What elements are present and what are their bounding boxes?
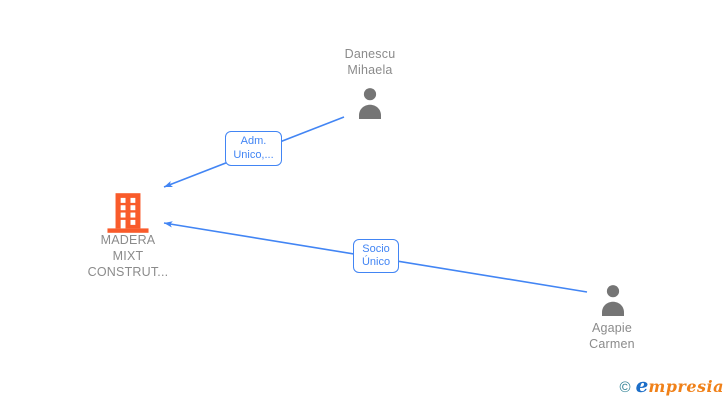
copyright-icon: © — [619, 379, 631, 396]
node-label-madera-mixt-construt: MADERA MIXT CONSTRUT... — [87, 233, 169, 279]
node-danescu-mihaela[interactable]: Danescu Mihaela — [300, 46, 440, 120]
edge-label-socio-unico[interactable]: Socio Único — [353, 239, 399, 273]
node-madera-mixt-construt[interactable]: MADERA MIXT CONSTRUT... — [58, 193, 198, 283]
person-icon — [595, 283, 631, 317]
empresia-logo-text: mpresia — [648, 377, 724, 396]
edge-label-adm-unico[interactable]: Adm. Unico,... — [225, 131, 282, 166]
empresia-logo[interactable]: © e mpresia — [620, 373, 724, 397]
node-agapie-carmen[interactable]: Agapie Carmen — [542, 283, 682, 355]
node-label-danescu-mihaela: Danescu Mihaela — [344, 47, 396, 77]
node-label-agapie-carmen: Agapie Carmen — [589, 321, 635, 351]
person-icon — [352, 86, 388, 120]
company-building-icon — [106, 193, 150, 233]
empresia-logo-initial: e — [635, 373, 649, 397]
